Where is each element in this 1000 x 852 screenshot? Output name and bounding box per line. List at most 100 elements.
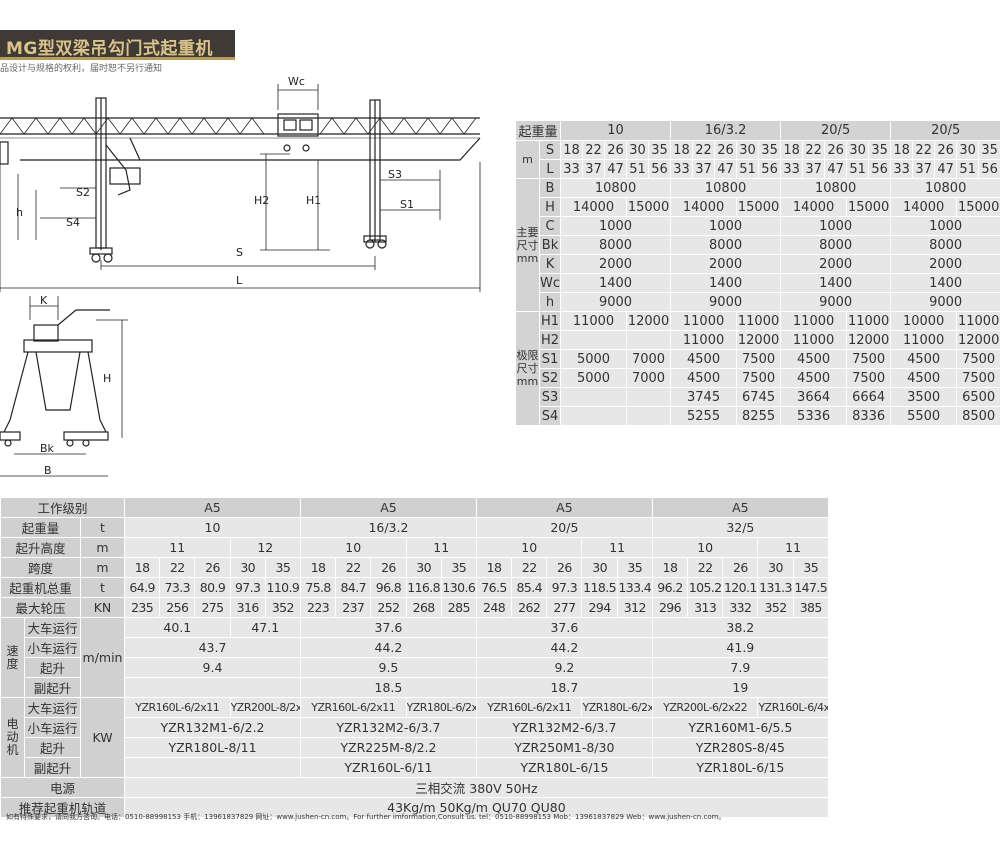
work-class-label: 工作级别 [0,497,126,518]
limit-value: 11000 [846,311,892,331]
span-value: 51 [626,159,650,179]
dim-value: 10800 [560,178,672,198]
wheel-value: 332 [722,597,759,618]
speed-item-label: 起升 [24,657,81,678]
dim-label: H [538,197,562,217]
span-value: 30 [405,557,442,578]
span-value: 18 [475,557,513,578]
motor-value: YZR200L-6/2x22 [651,697,759,718]
dim-value: 9000 [560,292,672,312]
limit-value: 4500 [780,368,848,388]
motor-value: YZR180L-8/11 [124,737,301,758]
load-header: 10 [560,120,672,141]
lift-height-value: 11 [581,537,653,558]
lift-label: 起重量 [514,120,562,141]
limit-label: S4 [538,406,562,426]
span-value: 56 [868,159,892,179]
dim-value: 14000 [670,197,738,217]
motor-value: YZR225M-8/2.2 [299,737,477,758]
label-h1: H1 [306,194,321,207]
power-label: 电源 [0,777,126,798]
span-value: 35 [648,140,672,160]
lift-height-value: 10 [475,537,583,558]
lift-height-value: 11 [757,537,829,558]
span-value: 35 [868,140,892,160]
label-bk: Bk [40,442,55,455]
motor-label: 电动机 [0,697,25,778]
span-value: 37 [582,159,606,179]
footer-contact: 如有特殊要求，请向我方咨询。电话：0510-88998153 手机：139618… [6,813,726,821]
speed-value: 9.2 [475,657,653,678]
span-value: 26 [546,557,583,578]
motor-item-label: 小车运行 [24,717,81,738]
dim-value: 1400 [890,273,1000,293]
power-value: 三相交流 380V 50Hz [124,777,829,798]
speed-value: 19 [651,677,829,698]
unit: t [79,577,126,598]
weight-value: 76.5 [475,577,513,598]
label-s: S [236,246,243,259]
unit: t [79,517,126,538]
dim-label: B [538,178,562,198]
dim-value: 10800 [780,178,892,198]
span-value: 22 [335,557,372,578]
wheel-value: 256 [159,597,196,618]
limit-value: 7500 [956,349,1000,369]
capacity-label: 起重量 [0,517,81,538]
weight-value: 97.3 [546,577,583,598]
capacity-value: 16/3.2 [299,517,477,538]
limit-label: H2 [538,330,562,350]
speed-value: 7.9 [651,657,829,678]
span-value: 35 [978,140,1000,160]
load-header: 20/5 [890,120,1000,141]
limit-value: 12000 [736,330,782,350]
dim-value: 1000 [670,216,782,236]
span-value: 26 [194,557,231,578]
wheel-value: 352 [264,597,301,618]
weight-value: 147.5 [792,577,829,598]
dim-value: 2000 [890,254,1000,274]
motor-value: YZR160L-6/11 [299,757,477,778]
limit-value: 11000 [736,311,782,331]
dim-value: 15000 [626,197,672,217]
limit-value: 10000 [890,311,958,331]
weight-value: 96.8 [370,577,407,598]
motor-value: YZR160L-6/4x11 [757,697,829,718]
weight-value: 133.4 [616,577,653,598]
motor-unit: KW [79,697,126,778]
span-value: 30 [626,140,650,160]
span-label: L [538,159,562,179]
limit-value: 12000 [846,330,892,350]
speed-item-label: 小车运行 [24,637,81,658]
dim-label: h [538,292,562,312]
label-b: B [44,464,52,477]
limit-value: 8500 [956,406,1000,426]
work-class-value: A5 [475,497,653,518]
limit-value: 11000 [670,330,738,350]
span-value: 37 [912,159,936,179]
span-value: 22 [159,557,196,578]
table-row: 电动机大车运行KWYZR160L-6/2x11YZR200L-8/2x15YZR… [0,697,829,778]
speed-value: 9.5 [299,657,477,678]
span-value: 33 [780,159,804,179]
work-class-value: A5 [651,497,829,518]
limit-value: 12000 [956,330,1000,350]
dim-value: 10800 [890,178,1000,198]
dim-value: 8000 [670,235,782,255]
span-value: 51 [846,159,870,179]
work-class-value: A5 [299,497,477,518]
